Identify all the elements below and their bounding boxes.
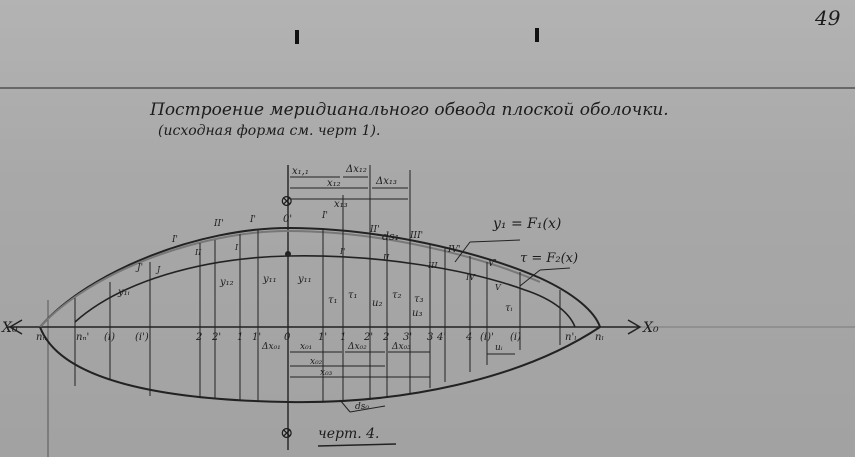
dimension-lines xyxy=(290,165,571,413)
ordinate-label: y₁ᵢ xyxy=(117,287,130,298)
station-label: 2 xyxy=(382,332,389,343)
ordinate-label: y₁₁ xyxy=(297,274,312,285)
dim-dx12: Δx₁₂ xyxy=(345,164,367,175)
station-label: (i) xyxy=(510,332,521,343)
dim-x03: x₀₃ xyxy=(320,368,333,378)
station-label: 0 xyxy=(284,332,291,343)
inner-curve-label: τ = F₂(x) xyxy=(520,251,578,266)
binding-mark xyxy=(535,28,539,42)
station-label: (i') xyxy=(135,332,149,343)
figure-caption: черт. 4. xyxy=(318,426,380,442)
roman-marker: I xyxy=(234,243,239,252)
station-label: 2' xyxy=(363,332,373,343)
ordinate-label: τ₁ xyxy=(348,290,358,301)
ordinate-label: y₁₁ xyxy=(262,274,277,285)
top-pole-mark: ⊗ xyxy=(280,191,293,210)
dim-x11: x₁,₁ xyxy=(292,166,309,177)
upper-roman-markers: I' II' I' I' II' III' IV' V' J' xyxy=(135,211,497,273)
dim-dx02: Δx₀₂ xyxy=(347,342,367,352)
roman-marker: IV' xyxy=(447,245,461,255)
origin-top-label: 0' xyxy=(283,214,292,225)
roman-marker: I' xyxy=(321,211,328,221)
dim-dx13: Δx₁₃ xyxy=(375,176,397,187)
ordinate-labels: y₁ᵢ y₁₂ y₁₁ y₁₁ τ₁ τ₁ u₂ τ₂ u₃ τ₃ τᵢ xyxy=(117,274,513,319)
station-label: nₗ xyxy=(595,332,604,343)
ordinate-label: y₁₂ xyxy=(219,277,234,288)
station-label: 1 xyxy=(340,332,346,343)
ordinate-label: τ₁ xyxy=(328,295,338,306)
station-label: nₙ' xyxy=(76,332,89,343)
roman-marker: I' xyxy=(171,235,178,245)
bottom-pole-mark: ⊗ xyxy=(280,423,293,442)
dim-x13: x₁₃ xyxy=(334,199,348,210)
roman-marker: V' xyxy=(488,259,497,269)
station-label: 2 xyxy=(195,332,202,343)
ordinate-label: u₂ xyxy=(372,298,382,309)
dim-dx03: Δx₀₃ xyxy=(391,342,411,352)
dim-x12: x₁₂ xyxy=(327,178,341,189)
ordinate-label: u₃ xyxy=(412,308,422,319)
dim-ds0: ds₀ xyxy=(355,402,369,412)
roman-marker: II xyxy=(382,253,390,262)
outer-curve-label: y₁ = F₁(x) xyxy=(492,216,561,232)
dim-dx01: Δx₀₁ xyxy=(261,342,281,352)
title-line-2: (исходная форма см. черт 1). xyxy=(158,123,380,139)
station-label: 4' xyxy=(436,332,446,343)
station-label: (i) xyxy=(104,332,115,343)
station-label: 2' xyxy=(211,332,221,343)
caption-underline xyxy=(317,443,397,447)
ordinate-label: τ₂ xyxy=(392,290,402,301)
station-labels: nₙ nₙ' (i) (i') 2 2' 1 1' 0 1' 1 2' 2 3'… xyxy=(36,332,604,343)
ds-label: ds₁ xyxy=(382,230,399,243)
station-label: n'ₗ xyxy=(565,332,577,343)
station-label: 1 xyxy=(237,332,243,343)
axis-label-right: X₀ xyxy=(642,320,659,336)
station-label: 3 xyxy=(427,332,433,343)
roman-marker: II' xyxy=(369,225,380,235)
station-label: 3' xyxy=(403,332,412,343)
lower-roman-markers: J II I I' II III IV V xyxy=(155,243,502,292)
station-label: (i)' xyxy=(480,332,494,343)
station-label: 1' xyxy=(252,332,261,343)
binding-mark xyxy=(295,30,299,44)
dim-x01: x₀₁ xyxy=(300,342,312,352)
ordinate-label: τ₃ xyxy=(414,294,424,305)
outer-contour-shadow xyxy=(39,229,541,328)
roman-marker: V xyxy=(495,283,502,292)
dim-x02: x₀₂ xyxy=(310,357,323,367)
roman-marker: J' xyxy=(135,263,143,273)
station-label: 4 xyxy=(465,332,472,343)
page-number: 49 xyxy=(814,6,841,30)
station-label: nₙ xyxy=(36,332,47,343)
roman-marker: II xyxy=(194,248,202,257)
station-label: 1' xyxy=(318,332,327,343)
title-line-1: Построение меридианального обвода плоско… xyxy=(149,100,669,120)
axis-arrows xyxy=(8,319,642,335)
roman-marker: IV xyxy=(465,273,476,282)
roman-marker: I' xyxy=(339,247,345,256)
roman-marker: III' xyxy=(409,231,423,241)
outer-contour-lower xyxy=(39,326,601,404)
outer-contour-upper xyxy=(39,226,601,328)
roman-marker: III xyxy=(427,261,438,270)
ordinate-label: τᵢ xyxy=(505,303,513,314)
roman-marker: I' xyxy=(249,215,256,225)
axis-label-left: X₀ xyxy=(1,320,18,336)
roman-marker: II' xyxy=(213,219,224,229)
roman-marker: J xyxy=(155,265,161,274)
dim-ui: uᵢ xyxy=(495,343,503,353)
